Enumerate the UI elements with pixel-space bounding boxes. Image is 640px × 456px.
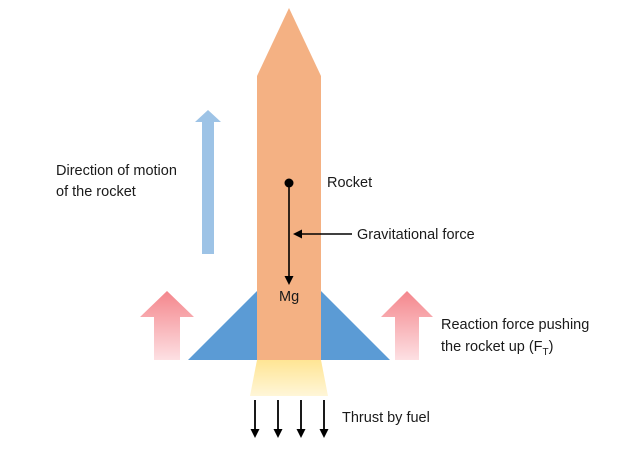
gravitational-force-label: Gravitational force xyxy=(357,227,475,243)
right-reaction-arrow xyxy=(381,291,433,360)
left-fin xyxy=(188,291,257,360)
gravity-vector-arrowhead xyxy=(284,276,294,285)
gravity-pointer-arrowhead xyxy=(293,229,302,239)
reaction-force-label-main: the rocket up (F xyxy=(441,339,543,355)
thrust-arrows xyxy=(250,400,329,438)
left-reaction-arrow xyxy=(140,291,194,360)
reaction-force-label-line2: the rocket up (FT) xyxy=(441,339,554,358)
reaction-force-close-paren: ) xyxy=(549,339,554,355)
motion-direction-arrow xyxy=(195,110,221,254)
thrust-label: Thrust by fuel xyxy=(342,410,430,426)
thrust-arrow xyxy=(273,400,283,438)
thrust-arrow xyxy=(250,400,260,438)
thrust-arrow xyxy=(319,400,329,438)
direction-of-motion-label-line2: of the rocket xyxy=(56,184,136,200)
exhaust-flame xyxy=(250,360,328,396)
thrust-arrow xyxy=(296,400,306,438)
reaction-force-label-line1: Reaction force pushing xyxy=(441,317,589,333)
right-fin xyxy=(321,291,390,360)
reaction-force-subscript: T xyxy=(543,347,549,358)
mg-label: Mg xyxy=(279,289,299,305)
direction-of-motion-label-line1: Direction of motion xyxy=(56,163,177,179)
rocket-label: Rocket xyxy=(327,175,372,191)
